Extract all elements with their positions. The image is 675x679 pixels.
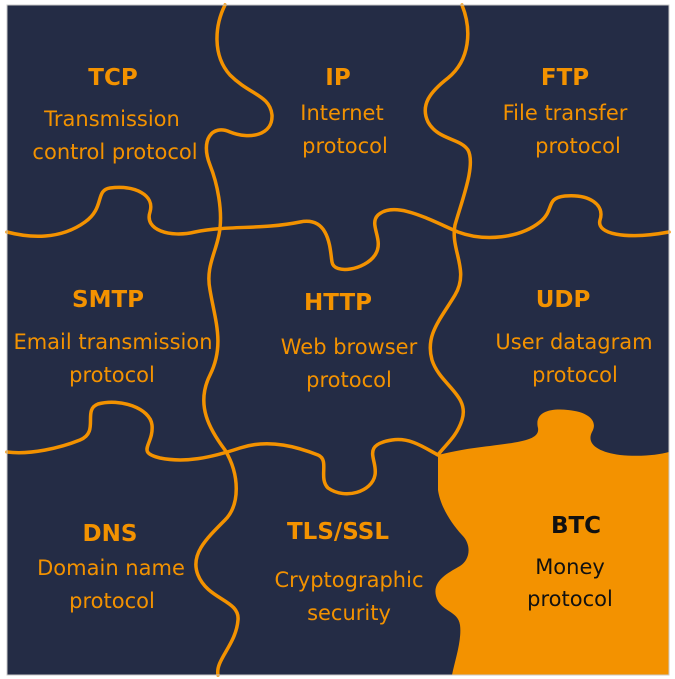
piece-ftp-title: FTP [541, 65, 589, 91]
piece-ip-line-2: protocol [302, 134, 388, 158]
piece-ip: IP Internet protocol [300, 65, 388, 158]
piece-http-title: HTTP [304, 290, 372, 316]
piece-udp-title: UDP [536, 287, 591, 313]
piece-tcp: TCP Transmission control protocol [32, 65, 197, 164]
piece-tls-ssl: TLS/SSL Cryptographic security [275, 519, 424, 625]
piece-btc-line-2: protocol [527, 587, 613, 611]
piece-dns-line-2: protocol [69, 589, 155, 613]
piece-tls-ssl-line-2: security [307, 601, 391, 625]
piece-tls-ssl-line-1: Cryptographic [275, 568, 424, 592]
piece-ftp: FTP File transfer protocol [503, 65, 628, 158]
piece-dns-title: DNS [83, 521, 138, 547]
piece-http-line-2: protocol [306, 368, 392, 392]
piece-udp: UDP User datagram protocol [495, 287, 652, 387]
piece-tcp-line-1: Transmission [43, 107, 180, 131]
piece-btc-title: BTC [551, 513, 601, 539]
puzzle-frame [6, 4, 670, 676]
btc-piece-fill [435, 409, 669, 675]
seam-horizontal-top [5, 185, 671, 272]
seam-horizontal-bottom [5, 400, 440, 496]
piece-btc-line-1: Money [535, 555, 605, 579]
seam-vertical-left [194, 3, 274, 677]
piece-ip-line-1: Internet [300, 101, 383, 125]
piece-tcp-line-2: control protocol [32, 140, 197, 164]
piece-tls-ssl-title: TLS/SSL [287, 519, 389, 545]
piece-dns: DNS Domain name protocol [37, 521, 185, 613]
piece-tcp-title: TCP [88, 65, 137, 91]
piece-btc: BTC Money protocol [527, 513, 613, 611]
piece-dns-line-1: Domain name [37, 556, 185, 580]
puzzle-seams [5, 3, 671, 677]
piece-http-line-1: Web browser [281, 335, 418, 359]
piece-udp-line-1: User datagram [495, 330, 652, 354]
piece-smtp-line-2: protocol [69, 363, 155, 387]
piece-smtp: SMTP Email transmission protocol [13, 287, 212, 387]
piece-smtp-line-1: Email transmission [13, 330, 212, 354]
piece-udp-line-2: protocol [532, 363, 618, 387]
piece-ftp-line-2: protocol [535, 134, 621, 158]
piece-ip-title: IP [325, 65, 350, 91]
seam-vertical-right [423, 3, 473, 457]
piece-smtp-title: SMTP [72, 287, 144, 313]
piece-ftp-line-1: File transfer [503, 101, 628, 125]
piece-http: HTTP Web browser protocol [281, 290, 418, 392]
